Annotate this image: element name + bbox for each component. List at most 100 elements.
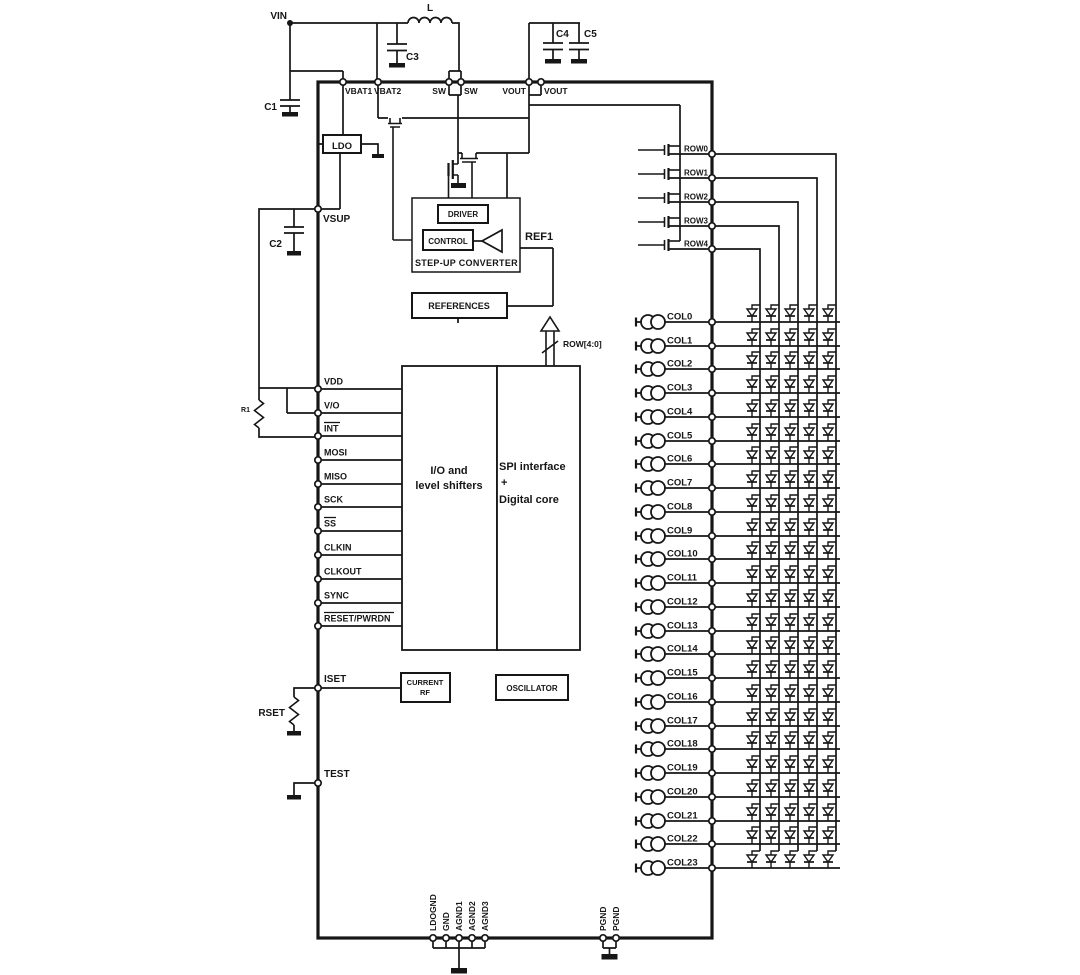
- current-source-icon: [650, 551, 666, 567]
- led-diode-icon: [745, 617, 759, 627]
- led-diode-icon: [764, 427, 778, 437]
- current-source-icon: [650, 528, 666, 544]
- driver-block: [437, 204, 489, 224]
- led-diode-icon: [764, 617, 778, 627]
- led-diode-icon: [764, 759, 778, 769]
- row-pin-label: ROW1: [684, 169, 709, 178]
- fet-ground: [451, 183, 466, 188]
- col-pin-label: COL12: [667, 597, 698, 608]
- top-pin-node: [456, 77, 466, 87]
- vsup-pin-node: [313, 204, 323, 214]
- led-diode-icon: [802, 450, 816, 460]
- col-pin-node: [707, 412, 717, 422]
- led-diode-icon: [764, 474, 778, 484]
- spi-block-label-line2: +: [501, 477, 507, 489]
- led-diode-icon: [783, 688, 797, 698]
- current-source-icon: [650, 670, 666, 686]
- gnd-pin-label: LDOGND: [428, 894, 438, 931]
- c1-ground: [282, 112, 298, 117]
- row-bus-label: ROW[4:0]: [563, 339, 602, 349]
- led-diode-icon: [821, 617, 835, 627]
- led-diode-icon: [802, 308, 816, 318]
- led-diode-icon: [783, 450, 797, 460]
- row-pin-label: ROW4: [684, 240, 709, 249]
- col-pin-label: COL3: [667, 383, 692, 394]
- top-pin-label: VBAT1: [345, 86, 373, 96]
- col-pin-node: [707, 697, 717, 707]
- io-level-shifters-block: [401, 365, 498, 651]
- oscillator-label: OSCILLATOR: [506, 684, 557, 693]
- left-rail-wires: [258, 208, 318, 438]
- led-diode-icon: [764, 379, 778, 389]
- led-diode-icon: [821, 308, 835, 318]
- test-pin-node: [313, 778, 323, 788]
- led-diode-icon: [821, 640, 835, 650]
- row-wire: [668, 153, 837, 851]
- led-diode-icon: [764, 640, 778, 650]
- row-pin-node: [707, 244, 717, 254]
- led-diode-icon: [802, 854, 816, 864]
- led-diode-icon: [745, 379, 759, 389]
- led-diode-icon: [745, 807, 759, 817]
- rset-label: RSET: [258, 708, 285, 719]
- left-pin-label: MOSI: [324, 448, 347, 458]
- led-diode-icon: [764, 735, 778, 745]
- ref1-label: REF1: [525, 231, 553, 243]
- led-diode-icon: [802, 498, 816, 508]
- led-diode-icon: [821, 783, 835, 793]
- pgnd-pin-node: [598, 933, 608, 943]
- gnd-pin-node: [428, 933, 438, 943]
- left-pin-node: [313, 479, 323, 489]
- col-pin-node: [707, 317, 717, 327]
- iset-pin-node: [313, 683, 323, 693]
- row-wire: [668, 225, 780, 851]
- c4-ground: [545, 59, 561, 64]
- led-diode-icon: [821, 427, 835, 437]
- led-diode-icon: [821, 712, 835, 722]
- vin-label: VIN: [270, 11, 287, 22]
- left-pin-node: [313, 408, 323, 418]
- led-diode-icon: [745, 640, 759, 650]
- led-diode-icon: [821, 759, 835, 769]
- led-diode-icon: [745, 688, 759, 698]
- current-source-icon: [650, 575, 666, 591]
- c5-label: C5: [584, 29, 597, 40]
- current-source-icon: [650, 314, 666, 330]
- spi-block-label-line1: SPI interface: [499, 461, 566, 473]
- led-diode-icon: [821, 854, 835, 864]
- led-diode-icon: [764, 545, 778, 555]
- vsup-pin-label: VSUP: [323, 214, 351, 225]
- row-pin-label: ROW0: [684, 145, 709, 154]
- row-pin-node: [707, 221, 717, 231]
- col-pin-label: COL23: [667, 858, 698, 869]
- pgnd-ground-symbol: [601, 954, 618, 960]
- led-diode-icon: [783, 545, 797, 555]
- col-pin-node: [707, 673, 717, 683]
- led-diode-icon: [745, 474, 759, 484]
- left-pin-label: SYNC: [324, 591, 350, 601]
- col-pin-node: [707, 768, 717, 778]
- left-pin-node: [313, 502, 323, 512]
- led-diode-icon: [783, 522, 797, 532]
- led-diode-icon: [783, 664, 797, 674]
- vin-junction-dot: [287, 20, 293, 26]
- current-source-icon: [650, 504, 666, 520]
- left-pin-label: VDD: [324, 377, 344, 387]
- led-diode-icon: [764, 308, 778, 318]
- led-diode-icon: [745, 593, 759, 603]
- led-diode-icon: [802, 688, 816, 698]
- gnd-pin-node: [467, 933, 477, 943]
- blocks: [322, 134, 581, 703]
- col-sink-channels: COL0COL1COL2COL3COL4COL5COL6COL7COL8COL9…: [634, 312, 840, 876]
- led-diode-icon: [745, 854, 759, 864]
- led-diode-icon: [745, 403, 759, 413]
- led-diode-icon: [745, 830, 759, 840]
- col-pin-label: COL18: [667, 739, 698, 750]
- pgnd-bus-wire: [603, 947, 616, 954]
- led-diode-icon: [783, 712, 797, 722]
- c3-label: C3: [406, 52, 419, 63]
- led-diode-icon: [802, 735, 816, 745]
- top-pin-label: VOUT: [544, 86, 568, 96]
- top-pin-label: VOUT: [502, 86, 526, 96]
